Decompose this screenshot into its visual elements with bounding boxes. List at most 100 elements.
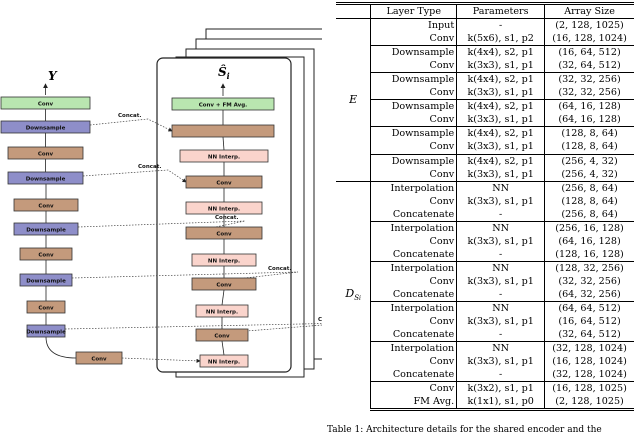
cell-layer-type: Concatenate	[392, 329, 455, 341]
table-row: FM Avg.k(1x1), s1, p0(2, 128, 1025)	[336, 395, 634, 412]
encoder-block-label: Downsample	[26, 228, 66, 234]
encoder-block	[13, 198, 79, 212]
encoder-block-label: Downsample	[26, 126, 66, 132]
cell-array-size: (128, 16, 128)	[555, 248, 624, 260]
decoder-block	[171, 124, 275, 138]
cell-array-size: (16, 128, 1024)	[552, 356, 627, 368]
encoder-block-label: Conv	[38, 102, 54, 108]
cell-layer-type: Conv	[429, 356, 455, 368]
encoder-block	[26, 324, 66, 338]
encoder-block-label: Conv	[38, 204, 54, 210]
cell-layer-type: Concatenate	[392, 208, 455, 220]
cell-array-size: (256, 8, 64)	[544, 180, 634, 195]
cell-layer-type: Concatenate	[392, 288, 455, 300]
decoder-group-label: DSi	[336, 180, 372, 410]
decoder-block	[179, 149, 269, 163]
encoder-block-label: Conv	[38, 152, 54, 158]
cell-array-size: (2, 128, 1025)	[544, 395, 634, 412]
cell-layer-type: Conv	[429, 235, 455, 247]
cell-parameters: NN	[456, 260, 546, 275]
cell-array-size: (2, 128, 1025)	[555, 20, 624, 32]
cell-parameters: NN	[456, 180, 546, 195]
cell-parameters: k(3x3), s1, p1	[456, 113, 546, 127]
cell-array-size: (64, 16, 128)	[544, 99, 634, 114]
cell-array-size: (128, 8, 64)	[561, 195, 618, 207]
encoder-block-label: Downsample	[26, 177, 66, 183]
decoder-block-label: NN Interp.	[208, 259, 240, 265]
cell-array-size: (64, 16, 128)	[558, 114, 621, 126]
concat-label: Concat.	[268, 266, 291, 272]
decoder-block	[191, 253, 257, 267]
concat-label: Concat.	[318, 317, 322, 323]
cell-parameters: -	[456, 247, 546, 262]
encoder-block	[75, 351, 123, 365]
cell-parameters: -	[456, 287, 546, 302]
skip-connection	[82, 169, 187, 183]
cell-layer-type: Downsample	[370, 72, 457, 87]
table-header-row: Layer Type Parameters Array Size	[336, 1, 634, 20]
cell-parameters: k(3x3), s1, p1	[456, 59, 546, 73]
cell-parameters: k(3x3), s1, p1	[456, 274, 546, 288]
cell-layer-type: Conv	[429, 195, 455, 207]
cell-parameters: NN	[456, 301, 546, 316]
cell-array-size: (32, 64, 512)	[558, 60, 621, 72]
cell-layer-type: Concatenate	[392, 369, 455, 381]
cell-parameters: k(3x3), s1, p1	[456, 315, 546, 329]
cell-layer-type: Downsample	[370, 126, 457, 141]
table-row: Concatenate-(256, 8, 64)	[336, 207, 634, 222]
cell-layer-type: Conv	[429, 141, 455, 153]
encoder-block-label: Downsample	[26, 330, 66, 336]
cell-layer-type: FM Avg.	[370, 395, 457, 412]
decoder-block	[185, 175, 263, 189]
cell-parameters: k(5x6), s1, p2	[456, 32, 546, 46]
decoder-block	[185, 226, 263, 240]
table-row: Concatenate-(64, 32, 256)	[336, 287, 634, 302]
cell-layer-type: Downsample	[370, 45, 457, 60]
cell-parameters: k(4x4), s2, p1	[456, 126, 546, 141]
decoder-link	[221, 289, 225, 306]
cell-parameters: k(4x4), s2, p1	[456, 45, 546, 60]
decoder-block	[191, 277, 257, 291]
concat-label: Concat.	[215, 215, 238, 221]
cell-parameters: k(3x3), s1, p1	[456, 140, 546, 155]
cell-layer-type: Conv	[429, 316, 455, 328]
decoder-block-label: Conv + FM Avg.	[199, 103, 248, 109]
decoder-link	[221, 340, 225, 356]
header-layer-type: Layer Type	[370, 1, 457, 20]
decoder-block	[185, 201, 263, 215]
cell-parameters: NN	[456, 341, 546, 356]
cell-array-size: (16, 128, 1024)	[552, 33, 627, 45]
cell-array-size: (64, 32, 256)	[558, 288, 621, 300]
decoder-block-label: Conv	[216, 232, 232, 238]
cell-parameters: k(3x3), s1, p1	[456, 234, 546, 248]
cell-array-size: (32, 128, 1024)	[544, 341, 634, 356]
decoder-block-label: NN Interp.	[206, 310, 238, 316]
decoder-link	[222, 136, 225, 151]
cell-parameters: k(3x2), s1, p1	[456, 381, 546, 396]
cell-array-size: (32, 32, 256)	[558, 87, 621, 99]
bottleneck-link	[45, 336, 77, 359]
decoder-block	[199, 354, 249, 368]
cell-array-size: (128, 8, 64)	[544, 126, 634, 141]
decoder-block	[195, 328, 249, 342]
architecture-figure: Concat.Concat.Concat.Concat.Concat. Conv…	[0, 0, 349, 436]
cell-array-size: (128, 8, 64)	[561, 141, 618, 153]
cell-layer-type: Interpolation	[370, 220, 457, 235]
